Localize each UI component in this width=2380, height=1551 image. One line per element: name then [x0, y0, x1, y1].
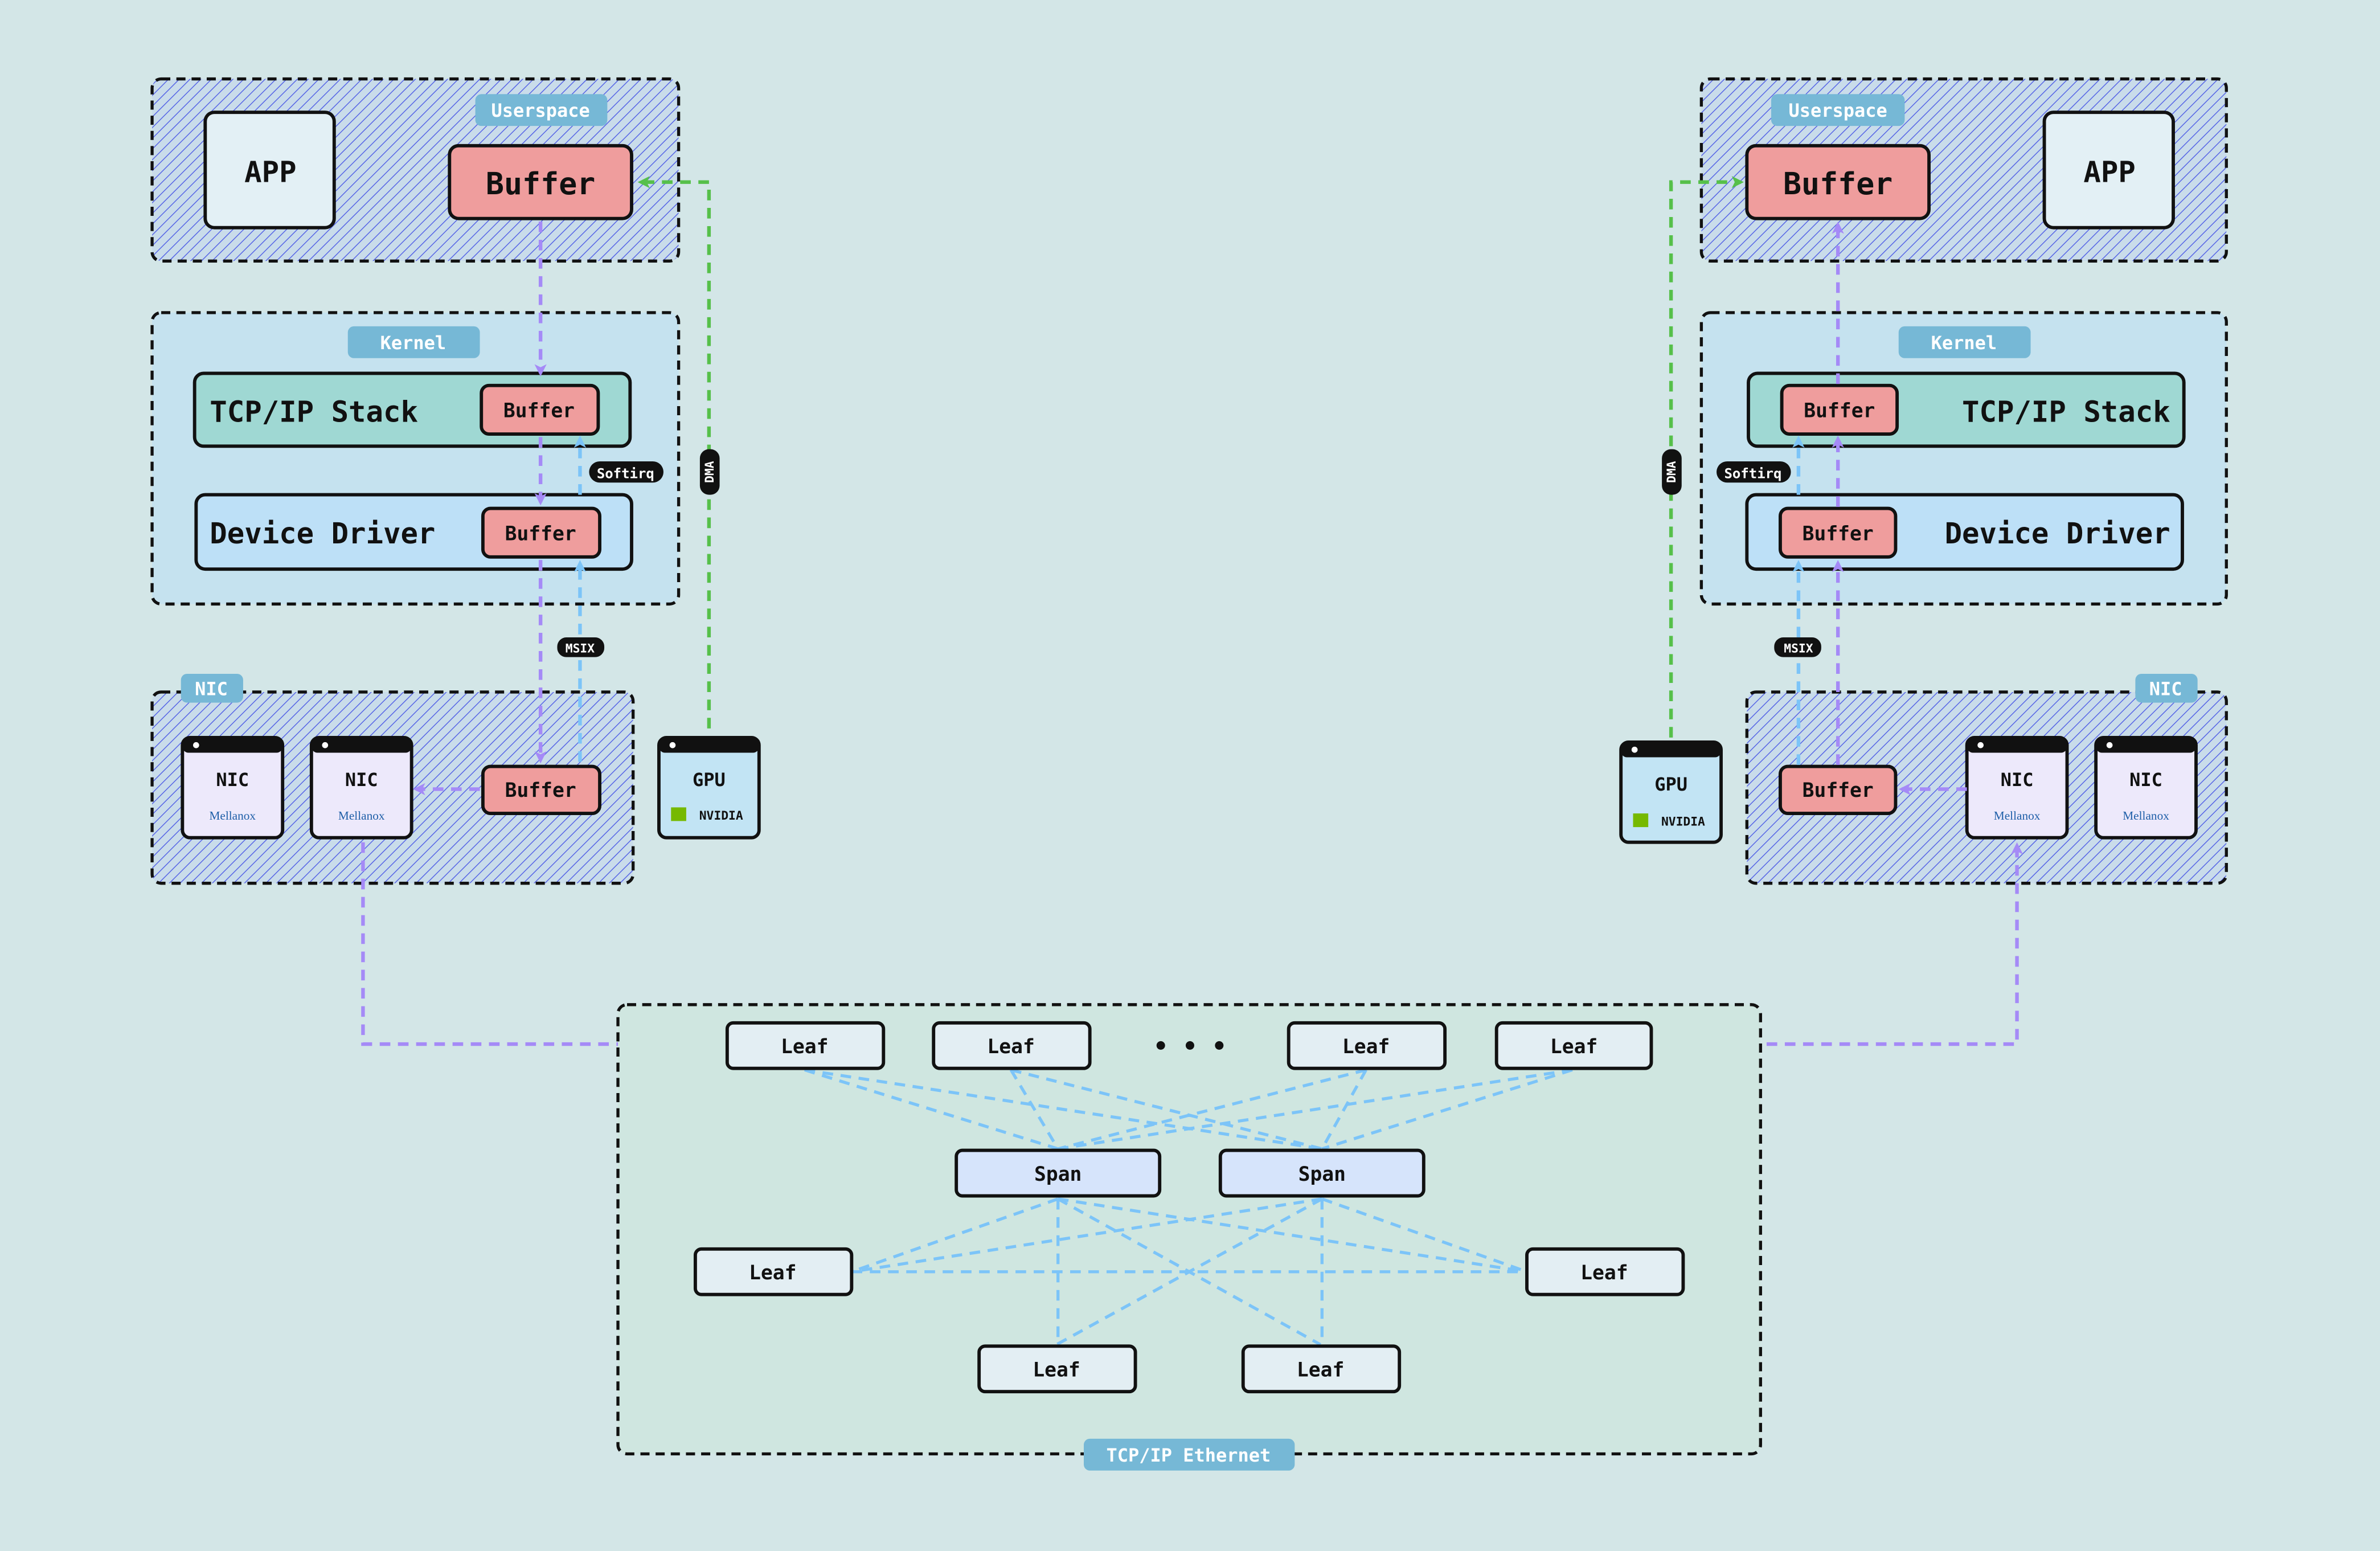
nic-zone-label: NIC [195, 678, 228, 699]
buffer-label: Buffer [505, 779, 576, 802]
nvidia-eye-icon [1633, 813, 1649, 828]
ethernet-label: TCP/IP Ethernet [1106, 1444, 1271, 1466]
buffer-label: Buffer [1803, 779, 1874, 802]
dma-tag: DMA [699, 449, 720, 495]
nvidia-logo: NVIDIA [699, 809, 743, 823]
driver-label: Device Driver [1945, 517, 2170, 550]
leaf-label: Leaf [1580, 1262, 1628, 1284]
softirq-label: Softirq [1724, 465, 1781, 481]
ellipsis: • • • [1153, 1033, 1226, 1061]
nic-card: NIC Mellanox [181, 735, 285, 840]
tcpip-label: TCP/IP Stack [1962, 395, 2170, 429]
kernel-label: Kernel [1931, 332, 1997, 354]
kernel-label: Kernel [380, 332, 446, 354]
span-label: Span [1298, 1163, 1346, 1186]
userspace-buffer: Buffer [448, 144, 633, 220]
leaf-label: Leaf [1033, 1359, 1080, 1382]
app-box: APP [2042, 111, 2175, 230]
nic-card: NIC Mellanox [2094, 735, 2198, 840]
nic-title: NIC [216, 769, 249, 791]
right-nic-zone: NIC Buffer NIC Mellanox NIC Mellanox [1745, 673, 2228, 885]
nic-card: NIC Mellanox [1965, 735, 2069, 840]
nic-buffer: Buffer [481, 764, 601, 816]
leaf-switch[interactable]: Leaf [977, 1344, 1137, 1394]
leaf-switch[interactable]: Leaf [693, 1247, 854, 1296]
dma-arrow [637, 176, 711, 729]
leaf-label: Leaf [749, 1262, 796, 1284]
gpu-title: GPU [693, 769, 726, 791]
left-host: Userspace APP Buffer Kernel TCP/IP Stack… [150, 77, 761, 1050]
fabric-links [804, 1068, 1573, 1346]
tcpip-stack-box: Buffer TCP/IP Stack [1747, 371, 2186, 448]
gpu-title: GPU [1654, 774, 1687, 795]
device-driver-box: Device Driver Buffer [194, 493, 633, 571]
span-label: Span [1034, 1163, 1082, 1186]
leaf-switch[interactable]: Leaf [932, 1021, 1092, 1070]
gpu-card: GPU NVIDIA [1619, 740, 1723, 844]
ethernet-fabric: Leaf Leaf • • • Leaf Leaf Span Span Leaf… [616, 1003, 1762, 1471]
nic-zone-label: NIC [2149, 678, 2182, 699]
mellanox-logo: Mellanox [338, 809, 385, 822]
app-label: APP [2083, 155, 2135, 189]
tcpip-label: TCP/IP Stack [210, 395, 418, 429]
leaf-switch[interactable]: Leaf [1287, 1021, 1447, 1070]
left-nic-zone: NIC NIC Mellanox NIC Mellanox Buffer [150, 673, 635, 885]
mellanox-logo: Mellanox [1994, 809, 2041, 822]
tcpip-buffer: Buffer [503, 400, 575, 423]
nvidia-logo: NVIDIA [1661, 815, 1705, 829]
left-userspace-zone: Userspace APP Buffer [150, 77, 681, 263]
span-switch[interactable]: Span [1218, 1148, 1425, 1198]
mellanox-logo: Mellanox [209, 809, 256, 822]
msix-tag: MSIX [1774, 637, 1821, 657]
nic-buffer: Buffer [1779, 764, 1898, 816]
userspace-label: Userspace [1789, 100, 1887, 121]
nvidia-eye-icon [671, 807, 686, 821]
msix-tag: MSIX [557, 637, 605, 657]
softirq-label: Softirq [597, 465, 654, 481]
leaf-label: Leaf [1342, 1036, 1390, 1058]
span-switch[interactable]: Span [955, 1148, 1162, 1198]
driver-buffer: Buffer [505, 523, 576, 546]
leaf-label: Leaf [1550, 1036, 1597, 1058]
leaf-label: Leaf [987, 1036, 1034, 1058]
right-kernel-zone: Kernel Buffer TCP/IP Stack Buffer Device… [1699, 311, 2228, 606]
dma-label: DMA [1665, 461, 1679, 483]
msix-label: MSIX [1784, 642, 1813, 656]
driver-label: Device Driver [210, 517, 435, 550]
app-box: APP [203, 111, 336, 230]
buffer-label: Buffer [486, 166, 595, 202]
tcpip-stack-box: TCP/IP Stack Buffer [192, 371, 632, 448]
device-driver-box: Buffer Device Driver [1745, 493, 2184, 571]
leaf-label: Leaf [781, 1036, 828, 1058]
tcpip-buffer: Buffer [1804, 400, 1875, 423]
left-kernel-zone: Kernel TCP/IP Stack Buffer Device Driver… [150, 311, 681, 606]
leaf-switch[interactable]: Leaf [1494, 1021, 1653, 1070]
nic-title: NIC [2129, 769, 2162, 791]
driver-buffer: Buffer [1803, 523, 1874, 546]
nic-card: NIC Mellanox [309, 735, 413, 840]
nic-title: NIC [2001, 769, 2034, 791]
dma-arrow [1669, 176, 1744, 738]
userspace-label: Userspace [491, 100, 590, 121]
leaf-switch[interactable]: Leaf [1525, 1247, 1685, 1296]
nic-to-leaf-arrow [361, 842, 723, 1050]
softirq-tag: Softirq [589, 461, 663, 483]
dma-tag: DMA [1662, 449, 1682, 495]
userspace-buffer: Buffer [1745, 144, 1931, 220]
buffer-label: Buffer [1783, 166, 1892, 202]
right-host: Userspace Buffer APP Kernel Buffer TCP/I… [1619, 77, 2228, 1046]
gpu-card: GPU NVIDIA [657, 735, 761, 840]
leaf-switch[interactable]: Leaf [1241, 1344, 1402, 1394]
msix-label: MSIX [566, 642, 595, 656]
dma-label: DMA [703, 461, 717, 483]
leaf-to-nic-arrow [1657, 842, 2023, 1046]
mellanox-logo: Mellanox [2123, 809, 2169, 822]
leaf-label: Leaf [1297, 1359, 1344, 1382]
right-userspace-zone: Userspace Buffer APP [1699, 77, 2228, 263]
app-label: APP [244, 155, 296, 189]
nic-title: NIC [345, 769, 378, 791]
softirq-tag: Softirq [1717, 461, 1791, 483]
leaf-switch[interactable]: Leaf [725, 1021, 886, 1070]
